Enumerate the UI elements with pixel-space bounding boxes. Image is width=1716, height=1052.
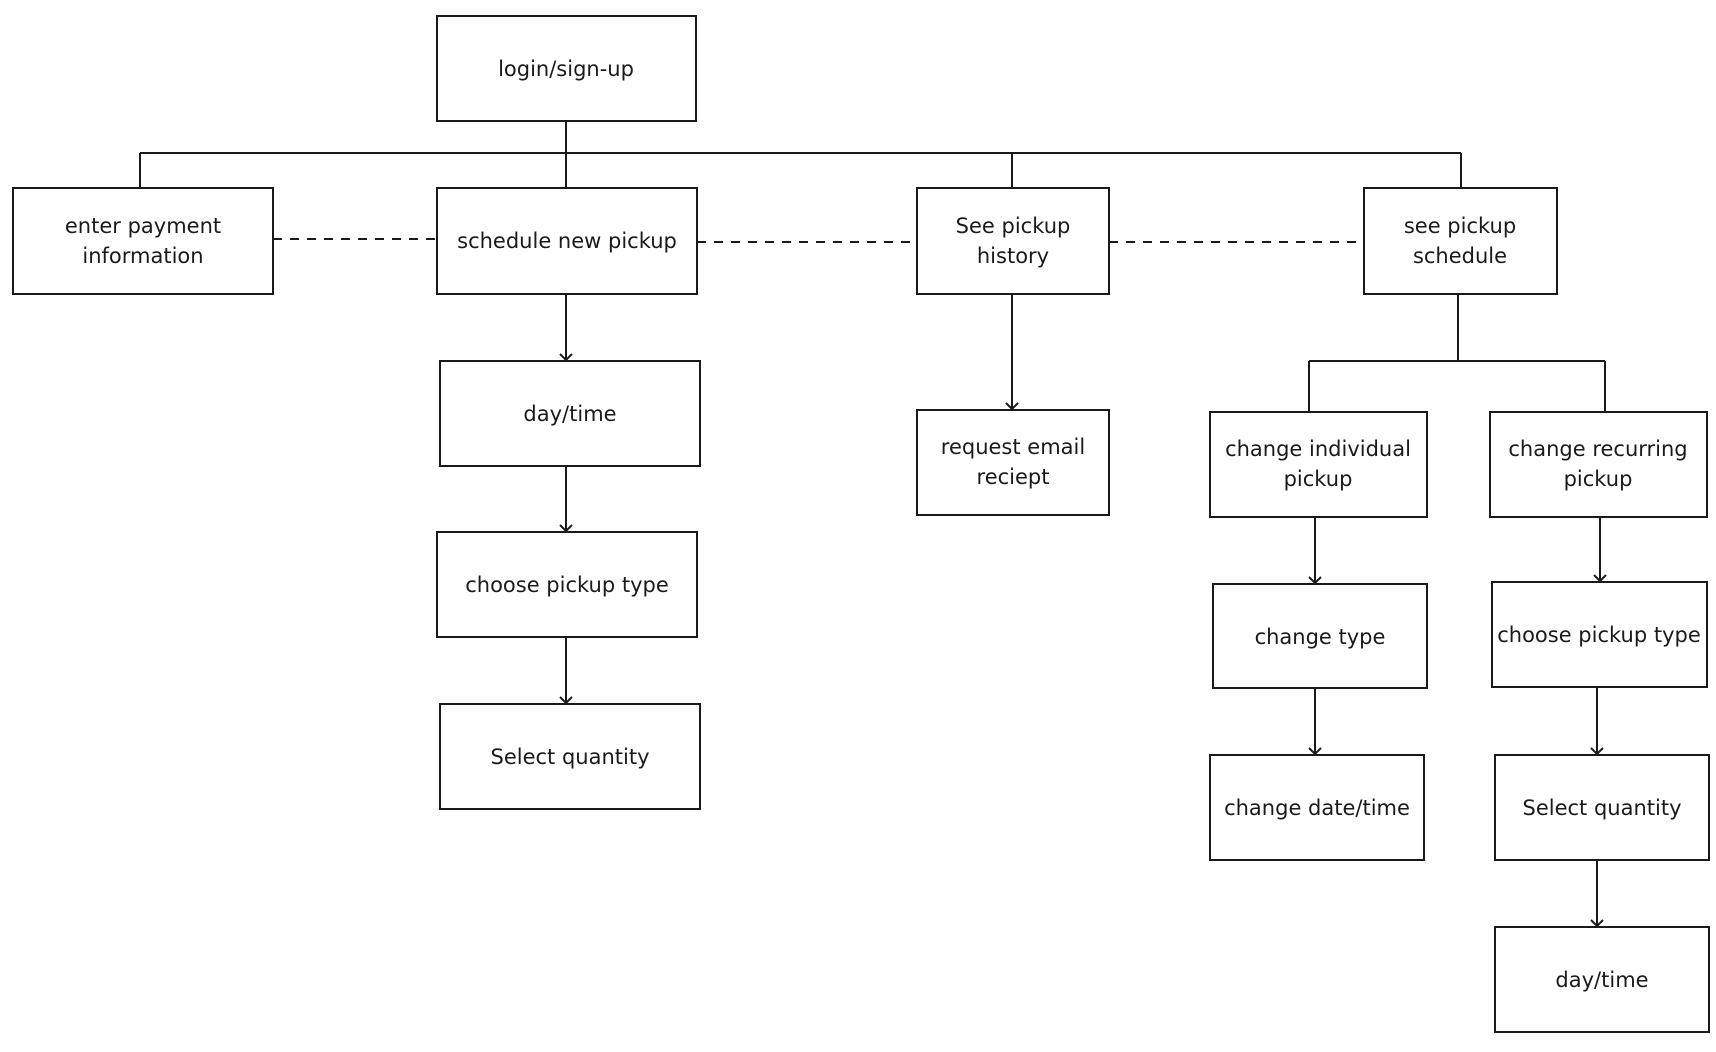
- node-label: reciept: [977, 465, 1050, 489]
- node-label: choose pickup type: [1497, 623, 1701, 647]
- node-change-individual: change individual pickup: [1209, 411, 1428, 518]
- node-select-qty-2: Select quantity: [1494, 754, 1710, 861]
- node-label: Select quantity: [490, 745, 649, 769]
- node-change-recurring: change recurring pickup: [1489, 411, 1708, 518]
- node-label: Select quantity: [1522, 796, 1681, 820]
- connector-login-branch: [139, 121, 1462, 188]
- connectors: [139, 121, 1607, 928]
- node-label: schedule new pickup: [457, 229, 677, 253]
- node-label: history: [977, 244, 1049, 268]
- node-choose-type-1: choose pickup type: [436, 531, 698, 638]
- node-label: change recurring: [1508, 437, 1687, 461]
- node-label: See pickup: [956, 214, 1071, 238]
- node-choose-type-2: choose pickup type: [1491, 581, 1708, 688]
- node-label: choose pickup type: [465, 573, 669, 597]
- node-payment: enter payment information: [12, 187, 274, 295]
- node-label: information: [82, 244, 203, 268]
- node-change-date-time: change date/time: [1209, 754, 1425, 861]
- node-label: pickup: [1284, 467, 1353, 491]
- node-see-schedule: see pickup schedule: [1363, 187, 1558, 295]
- node-label: request email: [941, 435, 1085, 459]
- node-change-type: change type: [1212, 583, 1428, 689]
- node-schedule-new: schedule new pickup: [436, 187, 698, 295]
- node-label: pickup: [1564, 467, 1633, 491]
- node-label: day/time: [1555, 968, 1648, 992]
- node-request-email: request email reciept: [916, 409, 1110, 516]
- node-label: enter payment: [65, 214, 221, 238]
- node-day-time-1: day/time: [439, 360, 701, 467]
- node-select-qty-1: Select quantity: [439, 703, 701, 810]
- node-label: change individual: [1225, 437, 1411, 461]
- node-login: login/sign-up: [436, 15, 697, 122]
- node-label: change type: [1255, 625, 1386, 649]
- node-see-history: See pickup history: [916, 187, 1110, 295]
- node-day-time-2: day/time: [1494, 926, 1710, 1033]
- connector-schedule-branch: [1308, 294, 1606, 412]
- node-label: schedule: [1413, 244, 1507, 268]
- node-label: change date/time: [1224, 796, 1410, 820]
- node-label: login/sign-up: [498, 57, 634, 81]
- node-label: see pickup: [1404, 214, 1516, 238]
- node-label: day/time: [523, 402, 616, 426]
